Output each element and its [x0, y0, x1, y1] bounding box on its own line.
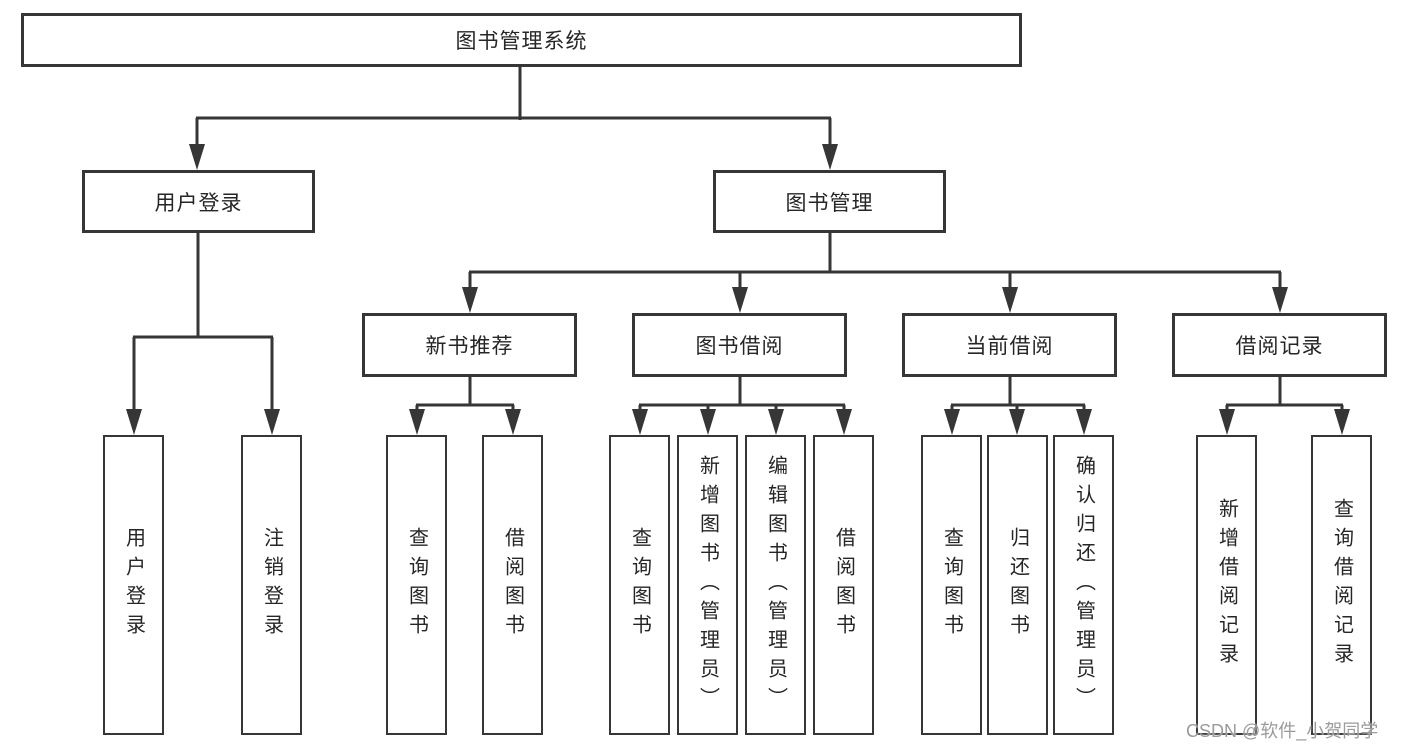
node-borrowing-records: 借阅记录	[1172, 313, 1387, 377]
leaf-user-login: 用户登录	[103, 435, 164, 735]
node-label: 用户登录	[154, 191, 243, 215]
leaf-query-books-1: 查询图书	[386, 435, 447, 735]
leaf-confirm-return-admin: 确认归还（管理员）	[1053, 435, 1114, 735]
node-label: 注销登录	[260, 527, 283, 643]
node-label: 新增借阅记录	[1215, 498, 1238, 672]
node-user-login: 用户登录	[82, 170, 315, 233]
node-label: 借阅图书	[501, 527, 524, 643]
node-label: 归还图书	[1006, 527, 1029, 643]
node-label: 用户登录	[122, 527, 145, 643]
node-label: 图书管理	[785, 191, 874, 215]
node-label: 图书管理系统	[455, 30, 588, 53]
watermark: CSDN @软件_小贺同学	[1186, 721, 1379, 741]
node-label: 当前借阅	[965, 335, 1054, 358]
leaf-query-borrow-record: 查询借阅记录	[1311, 435, 1372, 735]
node-book-borrowing: 图书借阅	[632, 313, 847, 377]
node-label: 确认归还（管理员）	[1072, 454, 1095, 716]
leaf-query-books-3: 查询图书	[921, 435, 982, 735]
node-label: 新书推荐	[425, 335, 514, 358]
node-new-book-recommendation: 新书推荐	[362, 313, 577, 377]
node-label: 查询借阅记录	[1330, 498, 1353, 672]
leaf-logout: 注销登录	[241, 435, 302, 735]
leaf-add-borrow-record: 新增借阅记录	[1196, 435, 1257, 735]
leaf-edit-books-admin: 编辑图书（管理员）	[745, 435, 806, 735]
leaf-borrow-books-1: 借阅图书	[482, 435, 543, 735]
node-current-borrowing: 当前借阅	[902, 313, 1117, 377]
node-label: 查询图书	[628, 527, 651, 643]
leaf-query-books-2: 查询图书	[609, 435, 670, 735]
node-label: 查询图书	[940, 527, 963, 643]
leaf-return-books: 归还图书	[987, 435, 1048, 735]
node-label: 借阅图书	[832, 527, 855, 643]
node-label: 查询图书	[405, 527, 428, 643]
node-label: 编辑图书（管理员）	[764, 454, 787, 716]
leaf-borrow-books-2: 借阅图书	[813, 435, 874, 735]
node-label: 新增图书（管理员）	[696, 454, 719, 716]
node-library-management-system: 图书管理系统	[21, 13, 1022, 67]
node-label: 借阅记录	[1235, 335, 1324, 358]
node-book-management: 图书管理	[713, 170, 946, 233]
node-label: 图书借阅	[695, 335, 784, 358]
leaf-add-books-admin: 新增图书（管理员）	[677, 435, 738, 735]
